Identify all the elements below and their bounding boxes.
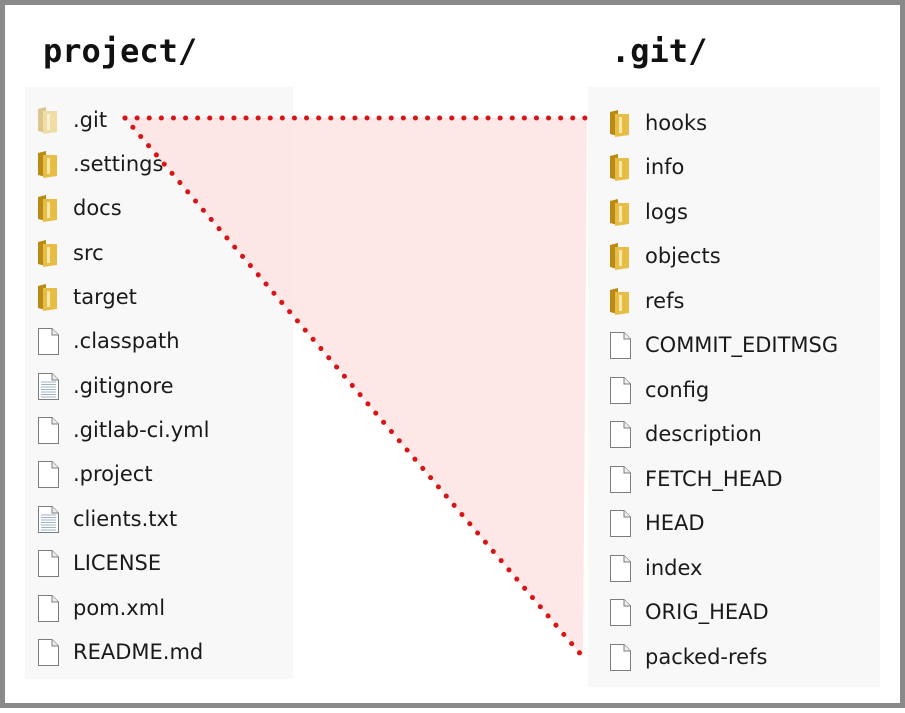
item-label: index <box>645 556 703 580</box>
item-label: LICENSE <box>73 551 162 575</box>
folder-icon <box>610 199 629 226</box>
item-label: packed-refs <box>645 645 768 669</box>
list-item-clients[interactable]: clients.txt <box>33 499 177 539</box>
list-item-src[interactable]: src <box>33 233 104 273</box>
list-item-refs[interactable]: refs <box>605 281 684 321</box>
item-label: description <box>645 422 762 446</box>
item-label: clients.txt <box>73 507 178 531</box>
file-icon <box>38 595 59 622</box>
folder-icon <box>610 288 629 315</box>
folder-icon <box>610 110 629 137</box>
list-item-target[interactable]: target <box>33 277 137 317</box>
list-item-pom[interactable]: pom.xml <box>33 588 165 628</box>
item-label: info <box>645 155 685 179</box>
list-item-license[interactable]: LICENSE <box>33 543 161 583</box>
project-heading: project/ <box>43 32 198 70</box>
list-item-info[interactable]: info <box>605 147 684 187</box>
file-icon <box>610 510 631 537</box>
item-label: src <box>73 241 104 265</box>
item-label: refs <box>645 289 685 313</box>
list-item-classpath[interactable]: .classpath <box>33 321 180 361</box>
file-icon <box>610 332 631 359</box>
list-item-logs[interactable]: logs <box>605 192 688 232</box>
item-label: COMMIT_EDITMSG <box>645 333 839 357</box>
list-item-config[interactable]: config <box>605 370 709 410</box>
list-item-docs[interactable]: docs <box>33 188 122 228</box>
item-label: .gitlab-ci.yml <box>73 418 210 442</box>
file-icon <box>38 328 59 355</box>
list-item-description[interactable]: description <box>605 414 762 454</box>
list-item-fetch-head[interactable]: FETCH_HEAD <box>605 459 783 499</box>
folder-icon <box>38 107 57 134</box>
folder-icon <box>610 243 629 270</box>
list-item-head[interactable]: HEAD <box>605 503 705 543</box>
file-icon <box>610 421 631 448</box>
item-label: FETCH_HEAD <box>645 467 783 491</box>
file-icon <box>610 599 631 626</box>
item-label: hooks <box>645 111 708 135</box>
item-label: logs <box>645 200 688 224</box>
folder-icon <box>38 284 57 311</box>
file-icon <box>38 550 59 577</box>
list-item-orig-head[interactable]: ORIG_HEAD <box>605 592 769 632</box>
text-file-icon <box>38 506 59 533</box>
item-label: ORIG_HEAD <box>645 600 769 624</box>
file-icon <box>38 461 59 488</box>
list-item-objects[interactable]: objects <box>605 236 721 276</box>
item-label: .git <box>73 108 108 132</box>
file-icon <box>610 466 631 493</box>
item-label: .classpath <box>73 329 180 353</box>
item-label: docs <box>73 196 122 220</box>
folder-icon <box>38 195 57 222</box>
file-icon <box>38 417 59 444</box>
list-item-project[interactable]: .project <box>33 454 153 494</box>
list-item-packed-refs[interactable]: packed-refs <box>605 637 767 677</box>
item-label: README.md <box>73 640 204 664</box>
item-label: .gitignore <box>73 374 174 398</box>
item-label: target <box>73 285 137 309</box>
file-icon <box>610 555 631 582</box>
list-item-hooks[interactable]: hooks <box>605 103 707 143</box>
item-label: pom.xml <box>73 596 166 620</box>
file-icon <box>38 639 59 666</box>
item-label: .settings <box>73 152 164 176</box>
item-label: HEAD <box>645 511 705 535</box>
list-item-gitlab-ci[interactable]: .gitlab-ci.yml <box>33 410 209 450</box>
git-file-list <box>588 87 880 687</box>
folder-icon <box>38 151 57 178</box>
list-item-commit-editmsg[interactable]: COMMIT_EDITMSG <box>605 325 838 365</box>
item-label: .project <box>73 462 153 486</box>
file-icon <box>610 377 631 404</box>
text-file-icon <box>38 373 59 400</box>
file-icon <box>610 644 631 671</box>
folder-icon <box>38 240 57 267</box>
list-item-readme[interactable]: README.md <box>33 632 203 672</box>
list-item-dotgit[interactable]: .git <box>33 100 107 140</box>
folder-icon <box>610 154 629 181</box>
item-label: config <box>645 378 710 402</box>
git-heading: .git/ <box>611 32 708 70</box>
item-label: objects <box>645 244 721 268</box>
list-item-settings[interactable]: .settings <box>33 144 163 184</box>
list-item-index[interactable]: index <box>605 548 702 588</box>
list-item-gitignore[interactable]: .gitignore <box>33 366 174 406</box>
